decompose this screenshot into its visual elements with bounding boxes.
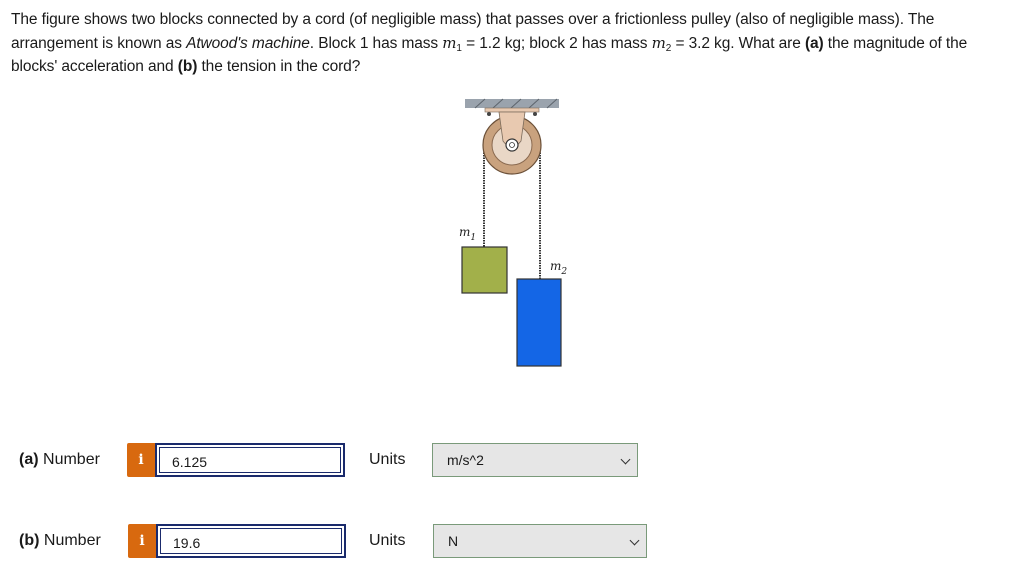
ceiling-hatch (474, 98, 558, 109)
question-part: = 3.2 kg. What are (671, 34, 805, 52)
ceiling-bar (465, 99, 559, 108)
info-icon[interactable]: i (128, 524, 156, 558)
axle-pin (509, 142, 515, 148)
part-b-tag: (b) (177, 58, 198, 75)
chevron-down-icon (629, 535, 640, 546)
m1-figure-label: m1 (459, 225, 476, 243)
block-1 (461, 246, 508, 294)
units-a-label: Units (369, 451, 406, 468)
m1-symbol: m (442, 33, 457, 52)
bolt-icon (533, 112, 537, 116)
pulley-axle (505, 138, 519, 152)
question-part: . Block 1 has mass (309, 34, 443, 52)
question-emphasis: Atwood's machine (186, 34, 310, 52)
block-2 (516, 278, 562, 367)
answer-a-value[interactable]: 6.125 (159, 447, 341, 473)
question-part: the tension in the cord? (197, 58, 361, 75)
question-text: The figure shows two blocks connected by… (11, 8, 1016, 79)
answer-row-a: (a) Number i 6.125 Units m/s^2 (0, 441, 1024, 481)
part-a-tag: (a) (804, 34, 824, 52)
units-b-label: Units (369, 532, 406, 549)
answer-row-b: (b) Number i 19.6 Units N (0, 522, 1024, 562)
units-a-value: m/s^2 (447, 452, 484, 468)
question-part: = 1.2 kg; block 2 has mass (461, 34, 652, 52)
m2-symbol: m (651, 33, 666, 52)
atwood-machine-figure: m1 m2 (459, 98, 567, 367)
mount-plate (484, 107, 540, 113)
answer-a-input[interactable]: 6.125 (155, 443, 345, 477)
info-icon[interactable]: i (127, 443, 155, 477)
question-part: the magnitude of the blocks' acceleratio… (11, 34, 968, 76)
answer-b-value[interactable]: 19.6 (160, 528, 342, 554)
answer-b-input[interactable]: 19.6 (156, 524, 346, 558)
units-b-value: N (448, 533, 459, 549)
part-b-label: (b) Number (19, 532, 101, 549)
units-a-select[interactable]: m/s^2 (432, 443, 638, 477)
m2-figure-label: m2 (550, 259, 567, 277)
part-a-label: (a) Number (19, 451, 100, 468)
units-b-select[interactable]: N (433, 524, 647, 558)
bolt-icon (487, 112, 491, 116)
m2-subscript: 2 (665, 42, 672, 54)
question-part: The figure shows two blocks connected by… (11, 11, 935, 52)
chevron-down-icon (620, 454, 631, 465)
m1-subscript: 1 (456, 42, 462, 54)
